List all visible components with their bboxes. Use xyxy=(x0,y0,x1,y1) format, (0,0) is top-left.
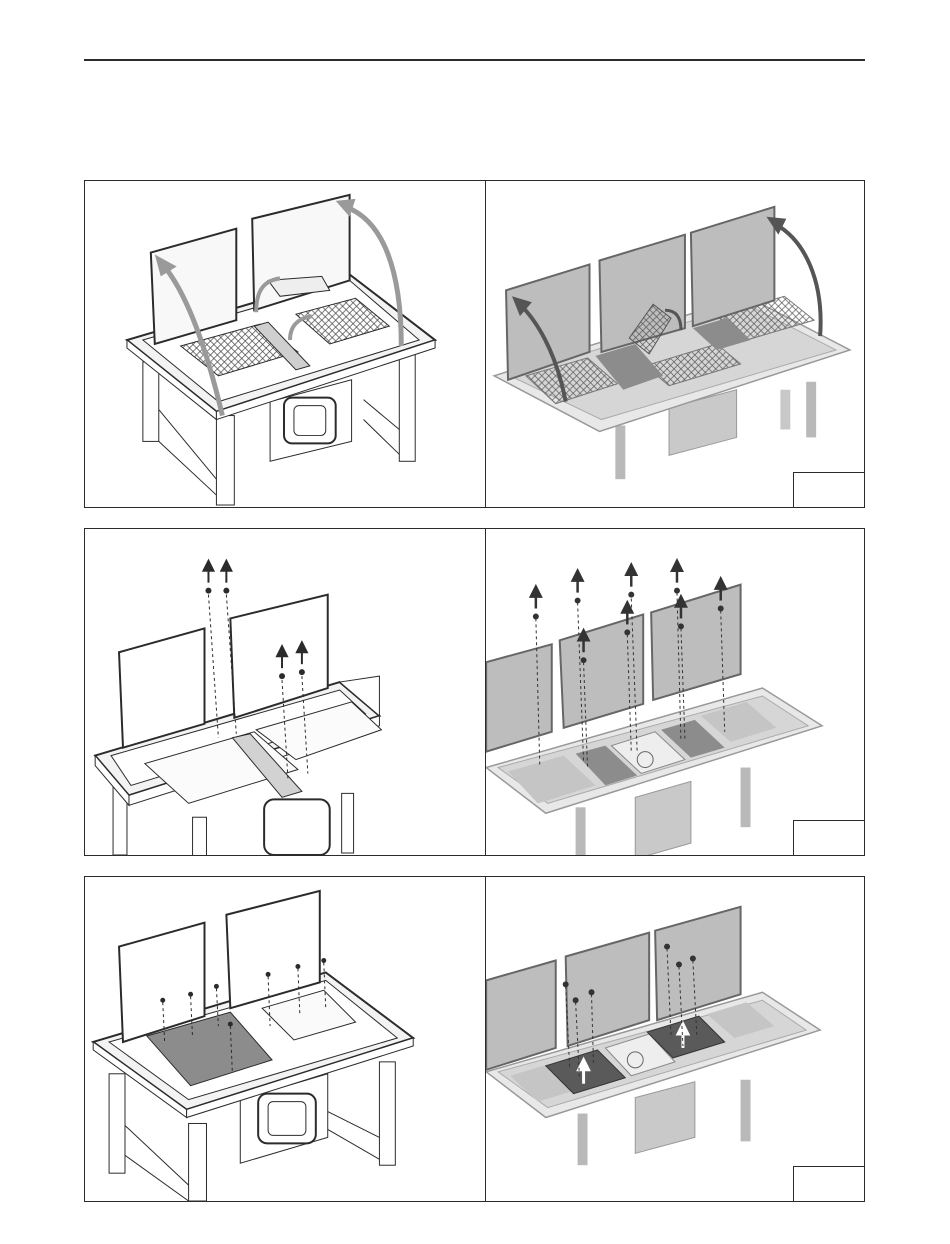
panel-row3-right xyxy=(485,876,865,1202)
panel-row1-left xyxy=(84,180,486,508)
drawing-remove-screws-line xyxy=(85,529,485,855)
step-tag-box xyxy=(793,820,865,856)
lid-1 xyxy=(486,960,556,1069)
step-tag-box xyxy=(793,1166,865,1202)
illustration-grid xyxy=(84,180,865,1202)
drawing-remove-covers-line xyxy=(85,877,485,1201)
drawing-lift-lids-shaded xyxy=(486,181,864,507)
header-rule xyxy=(84,59,865,61)
drawing-remove-covers-shaded xyxy=(486,877,864,1201)
drawing-lift-lids-line xyxy=(85,181,485,507)
lid-3 xyxy=(651,585,740,700)
drawing-remove-screws-shaded xyxy=(486,529,864,855)
lid-2 xyxy=(560,614,643,727)
panel-row2-left xyxy=(84,528,486,856)
step-tag-box xyxy=(793,472,865,508)
panel-row3-left xyxy=(84,876,486,1202)
lid-1 xyxy=(486,644,552,751)
panel-row1-right xyxy=(485,180,865,508)
panel-row2-right xyxy=(485,528,865,856)
